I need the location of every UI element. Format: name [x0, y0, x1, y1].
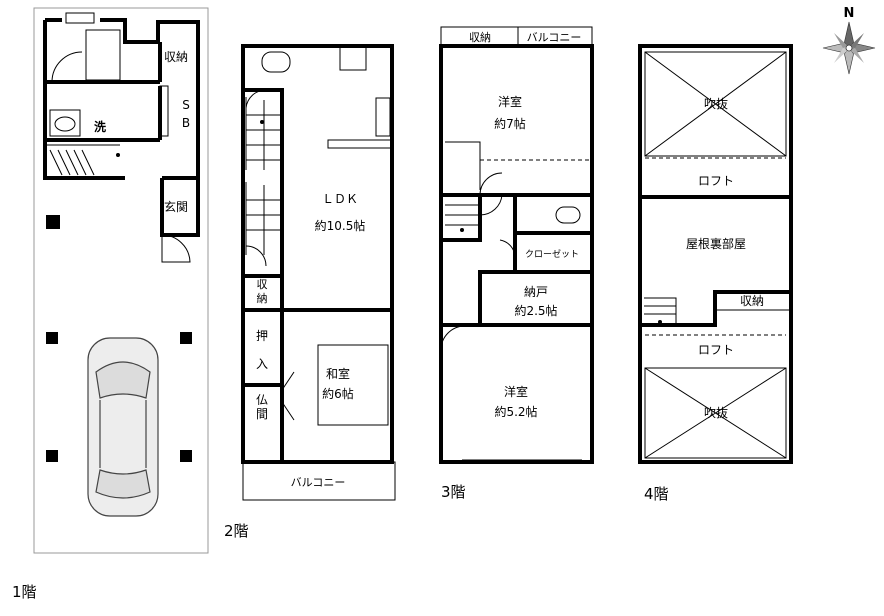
storage-label-2b: 納: [257, 292, 268, 305]
nando-label: 納戸: [524, 285, 548, 299]
floor-2-label: 2階: [224, 522, 249, 540]
floor-4-label: 4階: [644, 485, 669, 503]
loft-bottom-label: ロフト: [698, 343, 734, 357]
floor-4: 吹抜 ロフト 屋根裏部屋 収納 ロフト 吹抜: [638, 44, 793, 464]
void-top-label: 吹抜: [704, 97, 728, 111]
wash-label: 洗: [94, 119, 106, 134]
butsuma-label-a: 仏: [256, 393, 268, 407]
loft-top-label: ロフト: [698, 174, 734, 188]
balcony-label-3: バルコニー: [527, 31, 582, 44]
storage-label-2a: 収: [257, 278, 268, 291]
washitsu-size-label: 約6帖: [322, 386, 354, 401]
balcony-label-2: バルコニー: [291, 476, 346, 489]
sb-b-label: B: [182, 116, 190, 130]
storage-label-1: 収納: [164, 50, 188, 64]
nando-size-label: 約2.5帖: [514, 303, 557, 318]
attic-label: 屋根裏部屋: [686, 236, 746, 251]
closet-label: クローゼット: [525, 248, 579, 260]
compass-north-label: N: [844, 6, 855, 21]
floor-3-label: 3階: [441, 483, 466, 501]
ldk-size-label: 約10.5帖: [315, 218, 366, 233]
western-room-top-label: 洋室: [498, 94, 522, 109]
floor-3: 収納 バルコニー 洋室 約7帖 クローゼット 納戸 約2.5帖 洋室 約5.2帖: [439, 26, 594, 464]
floor-1-label: 1階: [12, 583, 37, 601]
storage-label-4: 収納: [740, 294, 764, 308]
car-icon: [87, 337, 159, 517]
oshiire-label-b: 入: [256, 357, 268, 371]
floor-1: 収納 S B 洗 玄関: [33, 7, 209, 554]
western-room-top-size: 約7帖: [494, 116, 526, 131]
compass-icon: N: [822, 6, 876, 75]
western-room-bottom-label: 洋室: [504, 384, 528, 399]
oshiire-label-a: 押: [256, 329, 268, 343]
butsuma-label-b: 間: [256, 407, 268, 421]
sb-s-label: S: [182, 98, 190, 112]
storage-label-3: 収納: [469, 31, 491, 44]
entrance-label: 玄関: [164, 199, 188, 214]
western-room-bottom-size: 約5.2帖: [494, 404, 537, 419]
void-bottom-label: 吹抜: [704, 406, 728, 420]
floor-2: ＬＤＫ 約10.5帖 収 納 押 入 仏 間 和室 約6帖 バルコニー: [241, 44, 396, 501]
ldk-label: ＬＤＫ: [322, 192, 358, 206]
washitsu-label: 和室: [326, 366, 350, 381]
